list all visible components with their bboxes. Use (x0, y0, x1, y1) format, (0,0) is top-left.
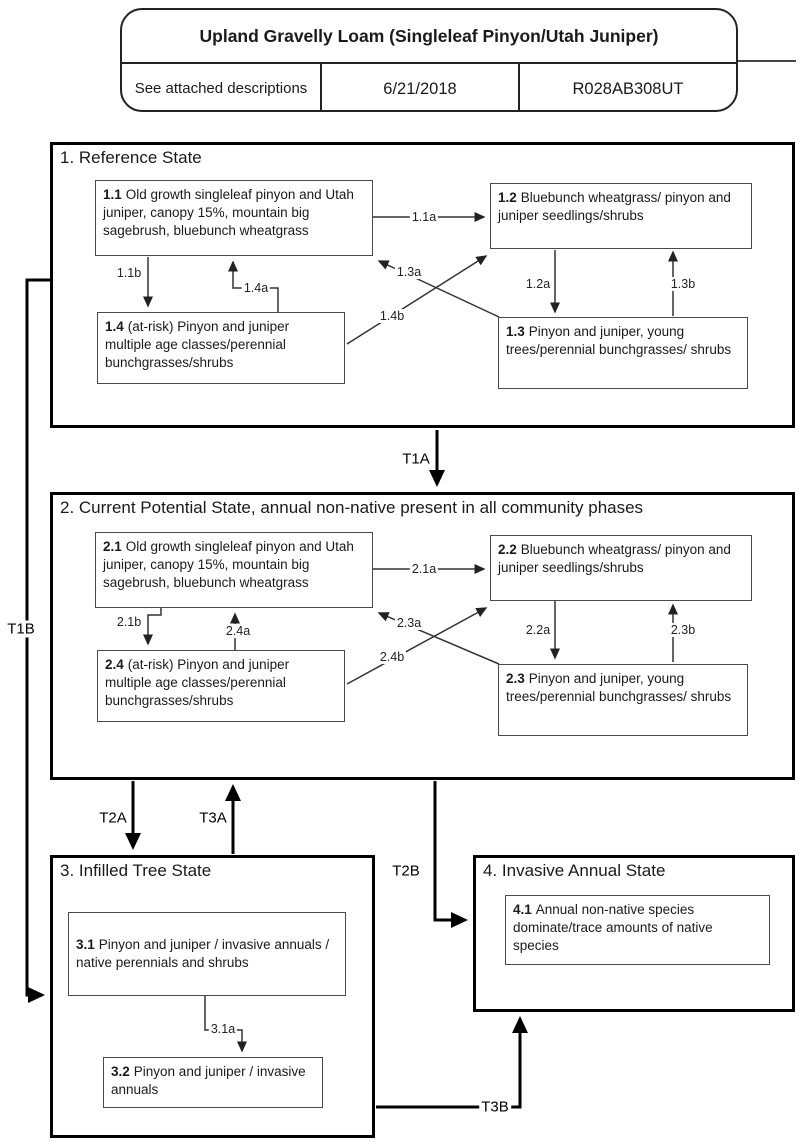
state-1-title: 1. Reference State (60, 148, 202, 167)
phase-2-1-text: Old growth singleleaf pinyon and Utah ju… (103, 539, 354, 590)
transition-label-t3b: T3B (479, 1098, 511, 1116)
transition-label-t2b: T2B (390, 862, 422, 880)
state-box-3-infilled-tree: 3. Infilled Tree State (50, 855, 375, 1138)
phase-1-2-number: 1.2 (498, 190, 517, 205)
phase-2-3-number: 2.3 (506, 671, 525, 686)
transition-label-t1b: T1B (5, 620, 37, 638)
phase-2-3-text: Pinyon and juniper, young trees/perennia… (506, 671, 732, 704)
transition-label-t3a: T3A (197, 809, 229, 827)
pathway-label-1-1b: 1.1b (114, 266, 144, 280)
transition-label-t1a: T1A (400, 450, 432, 468)
pathway-label-1-1a: 1.1a (409, 210, 439, 224)
diagram-title: Upland Gravelly Loam (Singleleaf Pinyon/… (122, 10, 736, 64)
phase-2-1-number: 2.1 (103, 539, 122, 554)
header-table: Upland Gravelly Loam (Singleleaf Pinyon/… (120, 8, 738, 112)
phase-1-2-text: Bluebunch wheatgrass/ pinyon and juniper… (498, 190, 731, 223)
phase-2-4-number: 2.4 (105, 657, 124, 672)
state-box-2-current-potential: 2. Current Potential State, annual non-n… (50, 492, 795, 780)
pathway-arrow-2-1b (143, 608, 162, 646)
phase-1-4-number: 1.4 (105, 319, 124, 334)
phase-3-1-number: 3.1 (76, 937, 95, 953)
phase-2-4-text: (at-risk) Pinyon and juniper multiple ag… (105, 657, 290, 708)
pathway-label-2-4a: 2.4a (223, 624, 253, 638)
transition-arrow-t3b (376, 1016, 528, 1109)
pathway-label-1-3a: 1.3a (394, 265, 424, 279)
pathway-arrow-1-4b (346, 255, 488, 345)
state-4-title: 4. Invasive Annual State (483, 861, 666, 880)
transition-arrow-t2b (433, 781, 468, 928)
state-2-title: 2. Current Potential State, annual non-n… (60, 498, 644, 517)
phase-1-1-number: 1.1 (103, 187, 122, 202)
phase-4-1-number: 4.1 (513, 902, 532, 917)
pathway-label-1-4a: 1.4a (241, 281, 271, 295)
transition-label-t2a: T2A (97, 809, 129, 827)
pathway-label-2-3a: 2.3a (394, 616, 424, 630)
phase-3-2-number: 3.2 (111, 1064, 130, 1079)
pathway-label-2-1b: 2.1b (114, 615, 144, 629)
header-row: See attached descriptions 6/21/2018 R028… (122, 64, 736, 110)
phase-box-2-4: 2.4(at-risk) Pinyon and juniper multiple… (97, 650, 345, 722)
pathway-label-1-2a: 1.2a (523, 277, 553, 291)
phase-2-2-number: 2.2 (498, 542, 517, 557)
phase-4-1-text: Annual non-native species dominate/trace… (513, 902, 713, 953)
pathway-label-2-2a: 2.2a (523, 623, 553, 637)
phase-1-3-number: 1.3 (506, 324, 525, 339)
pathway-arrow-2-4b (346, 607, 488, 685)
phase-1-1-text: Old growth singleleaf pinyon and Utah ju… (103, 187, 354, 238)
state-box-4-invasive-annual: 4. Invasive Annual State (473, 855, 795, 1012)
phase-2-2-text: Bluebunch wheatgrass/ pinyon and juniper… (498, 542, 731, 575)
transition-arrow-t1b (25, 278, 50, 1003)
state-box-1-reference: 1. Reference State (50, 142, 795, 428)
pathway-label-1-3b: 1.3b (668, 277, 698, 291)
phase-box-1-4: 1.4(at-risk) Pinyon and juniper multiple… (97, 312, 345, 384)
header-date: 6/21/2018 (320, 64, 518, 110)
pathway-label-1-4b: 1.4b (377, 309, 407, 323)
state-3-title: 3. Infilled Tree State (60, 861, 212, 880)
pathway-label-2-1a: 2.1a (409, 562, 439, 576)
phase-3-2-text: Pinyon and juniper / invasive annuals (111, 1064, 306, 1097)
phase-1-3-text: Pinyon and juniper, young trees/perennia… (506, 324, 732, 357)
pathway-label-2-3b: 2.3b (668, 623, 698, 637)
phase-1-4-text: (at-risk) Pinyon and juniper multiple ag… (105, 319, 290, 370)
phase-3-1-text: Pinyon and juniper / invasive annuals / … (76, 937, 330, 970)
header-note: See attached descriptions (134, 79, 308, 97)
pathway-label-2-4b: 2.4b (377, 650, 407, 664)
pathway-label-3-1a: 3.1a (208, 1022, 238, 1036)
header-site-code: R028AB308UT (518, 64, 736, 110)
